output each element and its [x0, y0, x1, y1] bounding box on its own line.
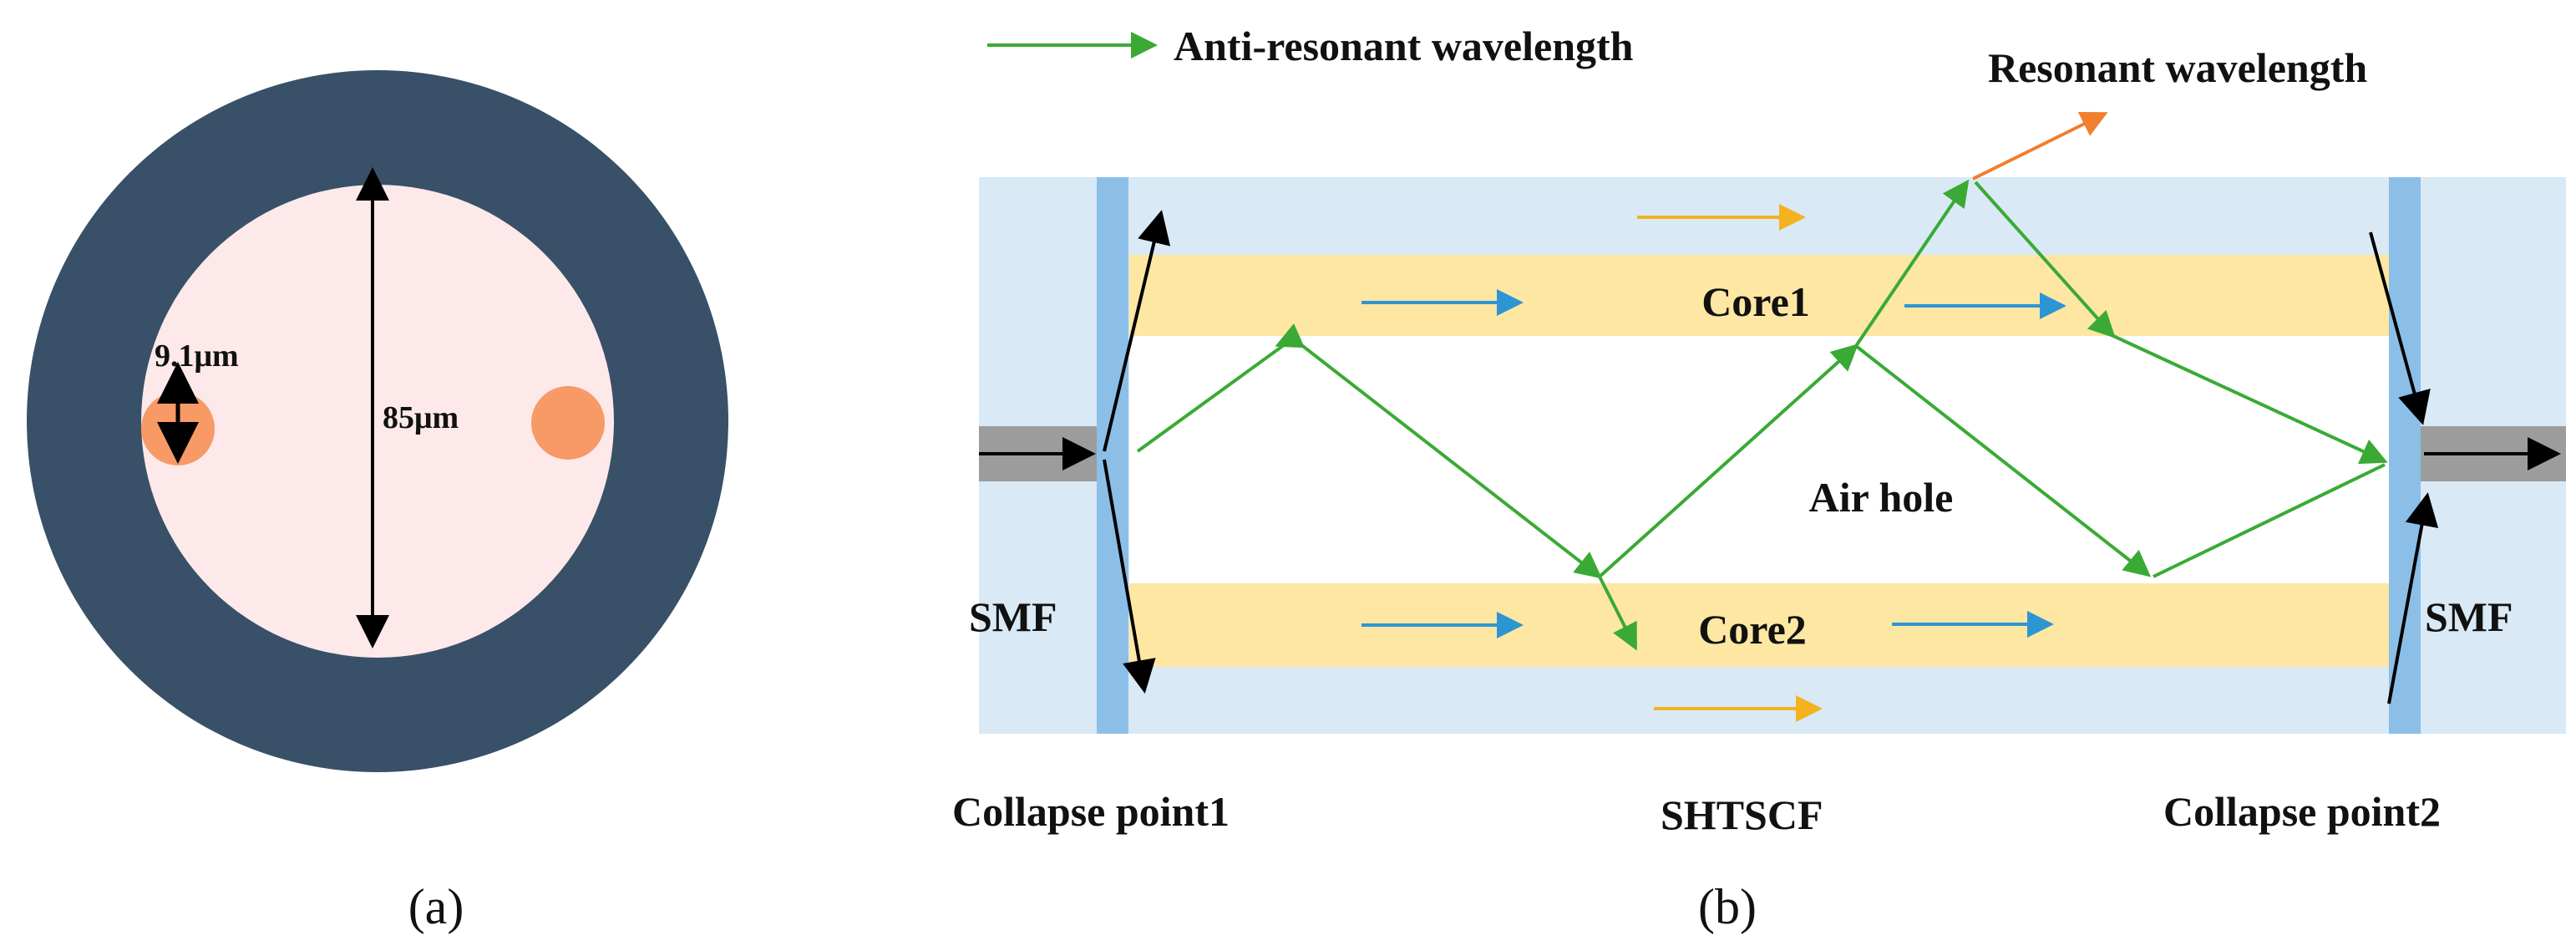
legend-anti-resonant-label: Anti-resonant wavelength	[1174, 23, 1634, 69]
split-ray-up	[1103, 210, 1171, 452]
anti-resonant-ray-arrow-3	[1829, 343, 1858, 372]
core2-band	[1129, 583, 2389, 667]
core1-label: Core1	[1701, 278, 1810, 325]
core-diameter-label: 9.1μm	[155, 338, 239, 374]
resonant-ray-leak	[1972, 112, 2108, 181]
anti-resonant-ray-segment-4	[1854, 344, 2150, 577]
anti-resonant-ray-arrow-6	[2357, 439, 2388, 465]
legend-resonant-label: Resonant wavelength	[1988, 44, 2367, 91]
collapse-point2-bar	[2389, 177, 2421, 734]
caption-a: (a)	[408, 879, 464, 934]
split-ray-down	[1103, 459, 1156, 694]
anti-resonant-ray-into-core2	[1598, 576, 1637, 651]
core1-band	[1129, 255, 2389, 336]
panel-b: Anti-resonant wavelength Resonant wavele…	[952, 23, 2566, 934]
fiber-type-label: SHTSCF	[1661, 791, 1823, 838]
smf-right-label: SMF	[2425, 593, 2513, 640]
core-right	[531, 386, 605, 460]
cladding-diameter-label: 85μm	[383, 400, 459, 435]
panel-a: 9.1μm 85μm (a)	[27, 70, 728, 934]
collapse-point1-bar	[1097, 177, 1128, 734]
core2-label: Core2	[1698, 606, 1807, 653]
air-hole-label: Air hole	[1809, 474, 1954, 521]
merge-ray-down	[2369, 231, 2431, 425]
anti-resonant-ray-arrow-1	[1275, 323, 1306, 348]
caption-b: (b)	[1698, 879, 1757, 934]
anti-resonant-ray-segment-5	[2153, 463, 2386, 578]
collapse-point2-label: Collapse point2	[2163, 788, 2441, 835]
air-hole	[1129, 336, 2389, 583]
anti-resonant-ray-arrow-7	[2122, 549, 2152, 577]
smf-left-label: SMF	[969, 593, 1057, 640]
merge-ray-up	[2387, 492, 2439, 704]
collapse-point1-label: Collapse point1	[952, 788, 1230, 835]
anti-resonant-ray-arrow-2	[1573, 552, 1603, 579]
anti-resonant-ray-arrow-4	[1942, 179, 1970, 210]
anti-resonant-ray-arrow-5	[2087, 309, 2116, 338]
